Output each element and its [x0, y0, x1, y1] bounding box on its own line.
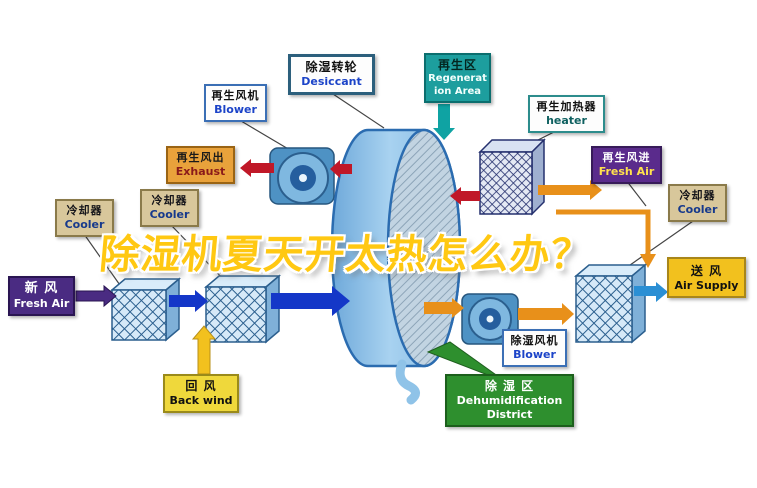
label-regeneration-exhaust: 再生风出 Exhaust — [166, 146, 235, 184]
label-dehumid-blower-zh: 除湿风机 — [510, 334, 559, 347]
heated-air-arrow — [450, 187, 480, 205]
dehumid-area-pointer — [426, 341, 507, 383]
label-cooler-right: 冷却器 Cooler — [668, 184, 727, 222]
regen-intake-duct — [556, 209, 656, 268]
label-cooler-lo-zh: 冷却器 — [66, 204, 103, 217]
label-dehumid-area-zh: 除 湿 区 — [484, 379, 535, 393]
label-regeneration-fresh-air: 再生风进 Fresh Air — [591, 146, 662, 184]
regeneration-blower-fan — [269, 147, 335, 205]
fresh-air-arrow — [75, 284, 117, 308]
exhaust-arrow-wheel-to-fan — [330, 160, 352, 178]
label-cooler-left-inner: 冷却器 Cooler — [140, 189, 199, 227]
label-dehumidification-blower: 除湿风机 Blower — [502, 329, 567, 367]
label-regen-fresh-air-zh: 再生风进 — [602, 151, 651, 164]
label-cooler-left-outer: 冷却器 Cooler — [55, 199, 114, 237]
label-air-supply: 送 风 Air Supply — [667, 257, 746, 298]
label-back-wind-en: Back wind — [169, 394, 233, 407]
label-desiccant-wheel: 除湿转轮 Desiccant — [288, 54, 375, 95]
label-back-wind-zh: 回 风 — [185, 379, 217, 393]
label-dehumid-area-en: Dehumidification District — [456, 394, 563, 421]
wheel-ribbon — [395, 359, 420, 405]
label-regen-blower-zh: 再生风机 — [211, 89, 260, 102]
back-wind-arrow — [191, 325, 217, 375]
label-regen-area-en: Regeneration Area — [428, 73, 487, 97]
label-dehumid-blower-en: Blower — [513, 347, 556, 361]
page-title: 除湿机夏天开太热怎么办？ — [97, 232, 594, 278]
label-fresh-air-zh: 新 风 — [24, 281, 59, 296]
label-regen-exhaust-en: Exhaust — [175, 164, 226, 178]
cooler-coil-right — [573, 263, 648, 344]
label-cooler-li-en: Cooler — [149, 207, 190, 221]
process-air-arrow-1 — [169, 290, 208, 312]
label-air-supply-en: Air Supply — [674, 279, 739, 292]
label-regen-blower-en: Blower — [214, 102, 257, 116]
cooler-coil-left-outer — [109, 277, 182, 342]
exhaust-arrow-fan-to-out — [240, 159, 274, 177]
process-air-arrow-2 — [271, 286, 350, 316]
label-regeneration-blower: 再生风机 Blower — [204, 84, 267, 122]
label-desiccant-en: Desiccant — [301, 75, 362, 88]
label-regen-exhaust-zh: 再生风出 — [176, 151, 225, 164]
regeneration-heater-coil — [478, 138, 546, 216]
label-cooler-r-zh: 冷却器 — [679, 189, 716, 202]
cooler-coil-left-inner — [203, 274, 282, 344]
label-regen-heater-zh: 再生加热器 — [536, 100, 597, 113]
wheel-to-blower-arrow — [424, 298, 464, 318]
label-cooler-lo-en: Cooler — [64, 217, 105, 231]
label-back-wind: 回 风 Back wind — [163, 374, 239, 413]
label-dehumidification-district: 除 湿 区 Dehumidification District — [445, 374, 574, 427]
label-fresh-air-en: Fresh Air — [13, 297, 70, 311]
supply-air-arrow — [634, 282, 668, 302]
regen-area-arrow — [433, 104, 455, 140]
label-regen-fresh-air-en: Fresh Air — [598, 164, 655, 178]
label-desiccant-zh: 除湿转轮 — [305, 60, 358, 74]
label-cooler-r-en: Cooler — [677, 202, 718, 216]
blower-to-cooler-arrow — [518, 303, 574, 325]
label-regen-area-zh: 再生区 — [437, 58, 477, 72]
label-regen-heater-en: heater — [546, 113, 587, 127]
label-cooler-li-zh: 冷却器 — [151, 194, 188, 207]
label-regeneration-area: 再生区 Regeneration Area — [424, 53, 491, 103]
label-air-supply-zh: 送 风 — [690, 264, 723, 278]
label-fresh-air-inlet: 新 风 Fresh Air — [8, 276, 75, 316]
heater-out-arrow — [538, 180, 602, 200]
label-regeneration-heater: 再生加热器 heater — [528, 95, 605, 133]
